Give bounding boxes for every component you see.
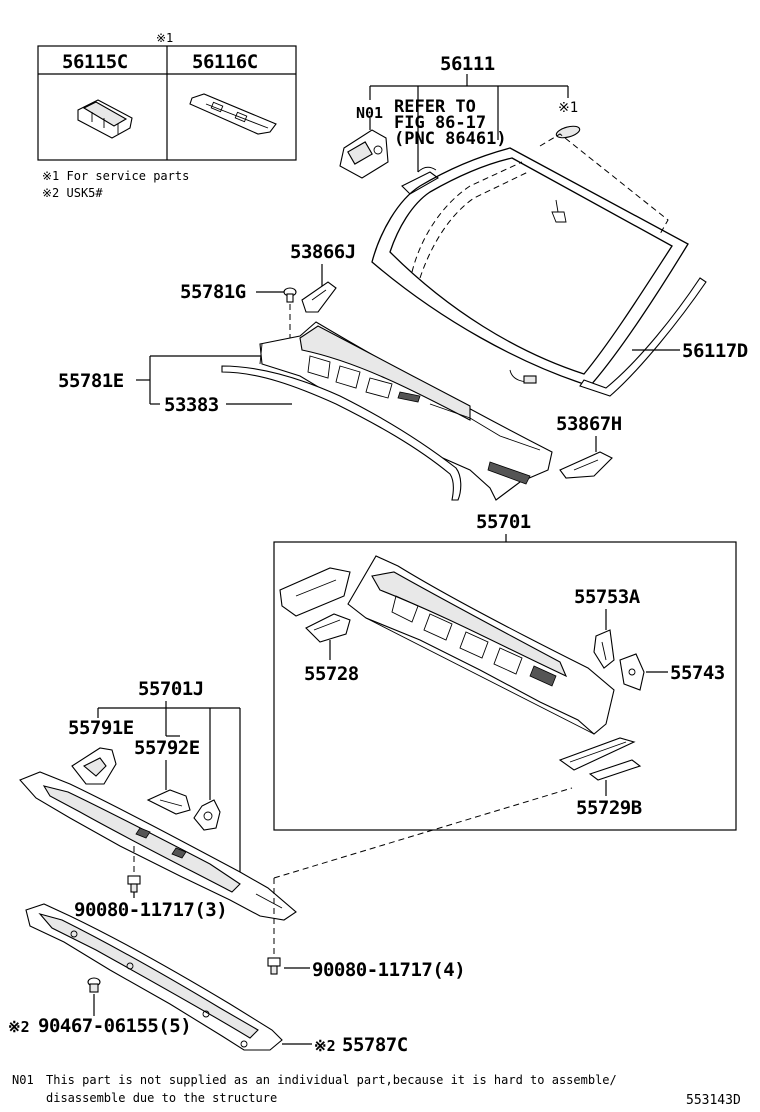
bracket-53867H-drawing [559,451,613,479]
figure-code: 553143D [686,1093,741,1108]
panel-55701-box: 55701 55728 55753A [273,511,737,831]
cowl-panel-55701J-drawing [19,771,297,921]
n01-marker: N01 [356,104,383,122]
part-label-53383[interactable]: 53383 [164,394,219,416]
refer-to-line2[interactable]: FIG 86-17 [394,113,486,133]
windshield-glass-drawing [371,133,689,387]
note-usk5: ※2 USK5# [42,186,103,200]
clip-5-drawing [87,977,101,993]
part-label-53866J[interactable]: 53866J [290,241,356,263]
lower-panel-55787C-drawing [25,903,283,1051]
service-parts-box: ※1 56115C 56116C ※1 For service parts ※2… [37,31,297,200]
clip-55781G-drawing [283,287,297,303]
lower-panel-group: ※2 90467-06155(5) ※2 55787C [8,903,408,1056]
service-mark-1b: ※1 [558,100,578,116]
footer-note-line2: disassemble due to the structure [46,1091,277,1105]
bracket-53866J-drawing [301,281,337,313]
bracket-55729B-drawing [558,737,642,781]
part-label-56115C[interactable]: 56115C [62,51,128,73]
seal-53383-drawing [221,365,462,501]
part-label-55743[interactable]: 55743 [670,662,725,684]
molding-56117D-drawing [579,277,707,397]
part-label-55729B[interactable]: 55729B [576,797,642,819]
bolt-4-drawing [267,957,281,975]
part-label-55781G[interactable]: 55781G [180,281,246,303]
panel-55701J-group: 55701J 55791E 55792E [19,678,573,981]
service-mark-1: ※1 [156,31,173,45]
clip-56115C-drawing [77,99,133,139]
cowl-group: 53866J 55781G 55781E 53383 [58,241,622,501]
bolt-3-drawing [127,875,141,893]
cowl-panel-55701-drawing [347,555,615,735]
part-label-55701[interactable]: 55701 [476,511,531,533]
usk5-mark-a: ※2 [8,1018,30,1036]
refer-to-line3[interactable]: (PNC 86461) [394,129,507,149]
mirror-pad-drawing [555,125,581,139]
bracket-55753A-drawing [593,629,615,669]
bracket-55743-drawing [619,653,645,691]
part-label-55781E[interactable]: 55781E [58,370,124,392]
part-label-90467-06155-5[interactable]: 90467-06155(5) [38,1015,192,1037]
footer-notes: N01 This part is not supplied as an indi… [12,1073,741,1108]
part-label-55753A[interactable]: 55753A [574,586,641,608]
part-label-90080-11717-3[interactable]: 90080-11717(3) [74,899,228,921]
bracket-55792E-drawing [146,789,191,815]
bracket-55728-drawing [279,567,351,643]
part-label-55792E[interactable]: 55792E [134,737,200,759]
clip-bracket-drawing [193,799,221,831]
windshield-group: 56111 N01 REFER TO FIG 86-17 (PNC 86461)… [339,53,748,397]
usk5-mark-b: ※2 [314,1037,336,1055]
refer-to-line1[interactable]: REFER TO [394,97,476,117]
part-label-55701J[interactable]: 55701J [138,678,204,700]
sensor-bracket-drawing [339,118,389,179]
bracket-55791E-drawing [71,747,117,785]
part-label-56116C[interactable]: 56116C [192,51,258,73]
part-label-55728[interactable]: 55728 [304,663,359,685]
footer-note-line1: This part is not supplied as an individu… [46,1073,617,1087]
rain-sensor-drawing [401,166,439,195]
part-label-90080-11717-4[interactable]: 90080-11717(4) [312,959,466,981]
part-label-53867H[interactable]: 53867H [556,413,622,435]
note-service-parts: ※1 For service parts [42,169,189,183]
part-label-55791E[interactable]: 55791E [68,717,134,739]
part-label-55787C[interactable]: 55787C [342,1034,408,1056]
part-label-56117D[interactable]: 56117D [682,340,748,362]
footer-n01: N01 [12,1073,34,1087]
part-label-56111[interactable]: 56111 [440,53,495,75]
strip-56116C-drawing [189,93,277,135]
cowl-louver-drawing [259,321,553,501]
